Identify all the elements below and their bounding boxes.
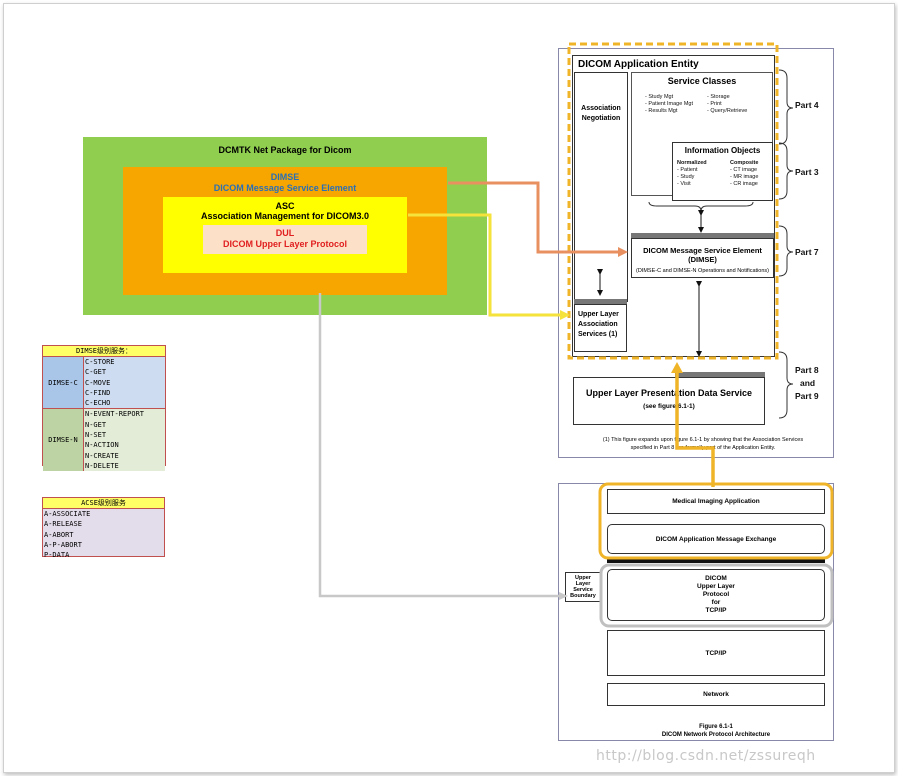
application-entity-title: DICOM Application Entity [578,59,699,70]
information-objects-box [672,142,773,201]
service-item: N-EVENT-REPORT [85,410,145,419]
service-item: C-GET [85,368,107,377]
app-to-ae-connector [675,372,715,487]
dimse-n-group: DIMSE-N N-EVENT-REPORT N-GET N-SET N-ACT… [43,409,165,472]
service-item: N-SET [85,431,107,440]
dimse-connector [448,181,620,254]
service-item: N-ACTION [85,441,119,450]
dimse-c-group: DIMSE-C C-STORE C-GET C-MOVE C-FIND C-EC… [43,357,165,410]
dimse-service-title: DICOM Message Service Element(DIMSE) [643,246,762,264]
service-classes-right-list: - Storage- Print- Query/Retrieve [707,94,748,114]
information-objects-title: Information Objects [684,146,761,155]
service-item: A-RELEASE [44,520,82,529]
upper-layer-presentation-subtitle: (see figure 6.1-1) [643,403,695,410]
message-exchange-box: DICOM Application Message Exchange [607,524,825,554]
app-to-ae-connector-head [671,362,683,373]
asc-description: Association Management for DICOM3.0 [200,211,370,221]
dul-description: DICOM Upper Layer Protocol [222,239,348,249]
association-negotiation-box [574,72,628,302]
and-label: and [800,378,816,388]
part8-9-brace [778,351,794,419]
network-box: Network [607,683,825,706]
asc-connector-head [560,310,570,320]
part-7-label: Part 7 [795,247,819,257]
group-name: DIMSE-C [43,357,84,409]
dimse-table-header: DIMSE级别服务： [43,346,165,357]
service-item: A-ASSOCIATE [44,510,91,518]
dimse-services-table: DIMSE级别服务： DIMSE-C C-STORE C-GET C-MOVE … [42,345,166,472]
asc-label: ASC [275,201,295,211]
dimse-description: DICOM Message Service Element [213,183,357,193]
service-item: A-P-ABORT [44,540,82,549]
dul-box [203,225,367,254]
tcpip-box: TCP/IP [607,630,825,676]
part-8-label: Part 8 [795,365,819,375]
service-item: A-ABORT [44,530,74,539]
service-item: C-STORE [85,358,115,366]
service-boundary-bar [607,559,825,563]
ul-pres-header-bar [675,372,765,377]
acse-table-header: ACSE级别服务 [43,498,164,509]
dul-label: DUL [275,228,295,238]
medical-imaging-app-box: Medical Imaging Application [607,489,825,514]
service-item: N-DELETE [85,461,119,470]
dimse-service-box [631,238,774,278]
composite-list: Composite - CT image- MR image- CR image [730,160,759,187]
watermark: http://blog.csdn.net/zssureqh [596,748,816,764]
upper-layer-association-box [574,304,627,352]
dimse-label: DIMSE [270,172,300,182]
ae-highlight-outline [567,42,779,360]
service-classes-title: Service Classes [667,76,737,86]
asc-connector [408,213,560,317]
dimse-header-bar [631,233,774,238]
dimse-service-subtitle: (DIMSE-C and DIMSE-N Operations and Noti… [636,268,769,274]
service-item: P-DATA [44,551,70,560]
part3-brace [778,142,794,200]
upper-layer-presentation-title: Upper Layer Presentation Data Service [585,388,753,398]
part4-brace [778,69,794,145]
part-4-label: Part 4 [795,100,819,110]
service-item: N-CREATE [85,451,119,460]
dimse-connector-head [618,247,628,257]
service-item: C-FIND [85,388,111,397]
service-item: C-ECHO [85,399,111,408]
ul-assoc-header-bar [574,299,627,304]
part-9-label: Part 9 [795,391,819,401]
normalized-list: Normalized - Patient- Study- Visit [677,160,707,187]
objects-brace [648,201,754,212]
acse-services-table: ACSE级别服务 A-ASSOCIATE A-RELEASE A-ABORT A… [42,497,165,560]
service-classes-left-list: - Study Mgt- Patient Image Mgt- Results … [645,94,693,114]
service-item: C-MOVE [85,378,111,387]
app-layer-highlight [598,482,834,560]
dcmtk-package-title: DCMTK Net Package for Dicom [218,145,352,155]
upper-layer-presentation-box [573,377,765,425]
part7-brace [778,225,794,277]
part-3-label: Part 3 [795,167,819,177]
service-item: N-GET [85,420,107,429]
dul-connector-head [559,592,568,600]
dul-connector [318,293,560,598]
ul-protocol-highlight [599,563,834,628]
group-name: DIMSE-N [43,409,84,472]
